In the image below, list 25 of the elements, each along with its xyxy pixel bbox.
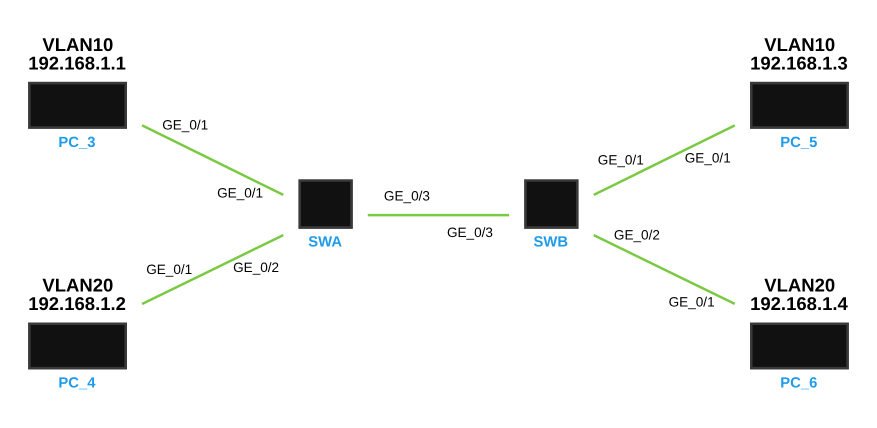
- node-label: SWB: [534, 234, 568, 250]
- connector: [593, 234, 736, 305]
- connector: [142, 234, 284, 305]
- label: GE_0/2: [614, 226, 660, 242]
- label: GE_0/1: [668, 294, 715, 310]
- connector: [368, 213, 510, 216]
- label: GE_0/1: [146, 261, 192, 276]
- connector: [593, 124, 736, 196]
- node-label: PC_6: [780, 374, 818, 391]
- node-label: PC_4: [58, 374, 96, 391]
- node-label: VLAN20 192.168.1.2: [28, 274, 126, 314]
- node-label: SWA: [308, 234, 342, 250]
- node-label: VLAN10 192.168.1.1: [28, 34, 126, 74]
- node-label: PC_3: [58, 134, 96, 150]
- label: GE_0/1: [598, 152, 644, 168]
- label: GE_0/1: [162, 117, 208, 132]
- label: GE_0/3: [446, 224, 493, 240]
- connector: [142, 124, 284, 196]
- node-label: VLAN20 192.168.1.4: [750, 274, 848, 314]
- label: GE_0/2: [233, 260, 280, 275]
- label: GE_0/3: [384, 188, 430, 203]
- label: GE_0/1: [217, 184, 264, 200]
- node-label: VLAN10 192.168.1.3: [750, 34, 848, 74]
- label: GE_0/1: [684, 150, 731, 166]
- node-label: PC_5: [780, 134, 818, 150]
